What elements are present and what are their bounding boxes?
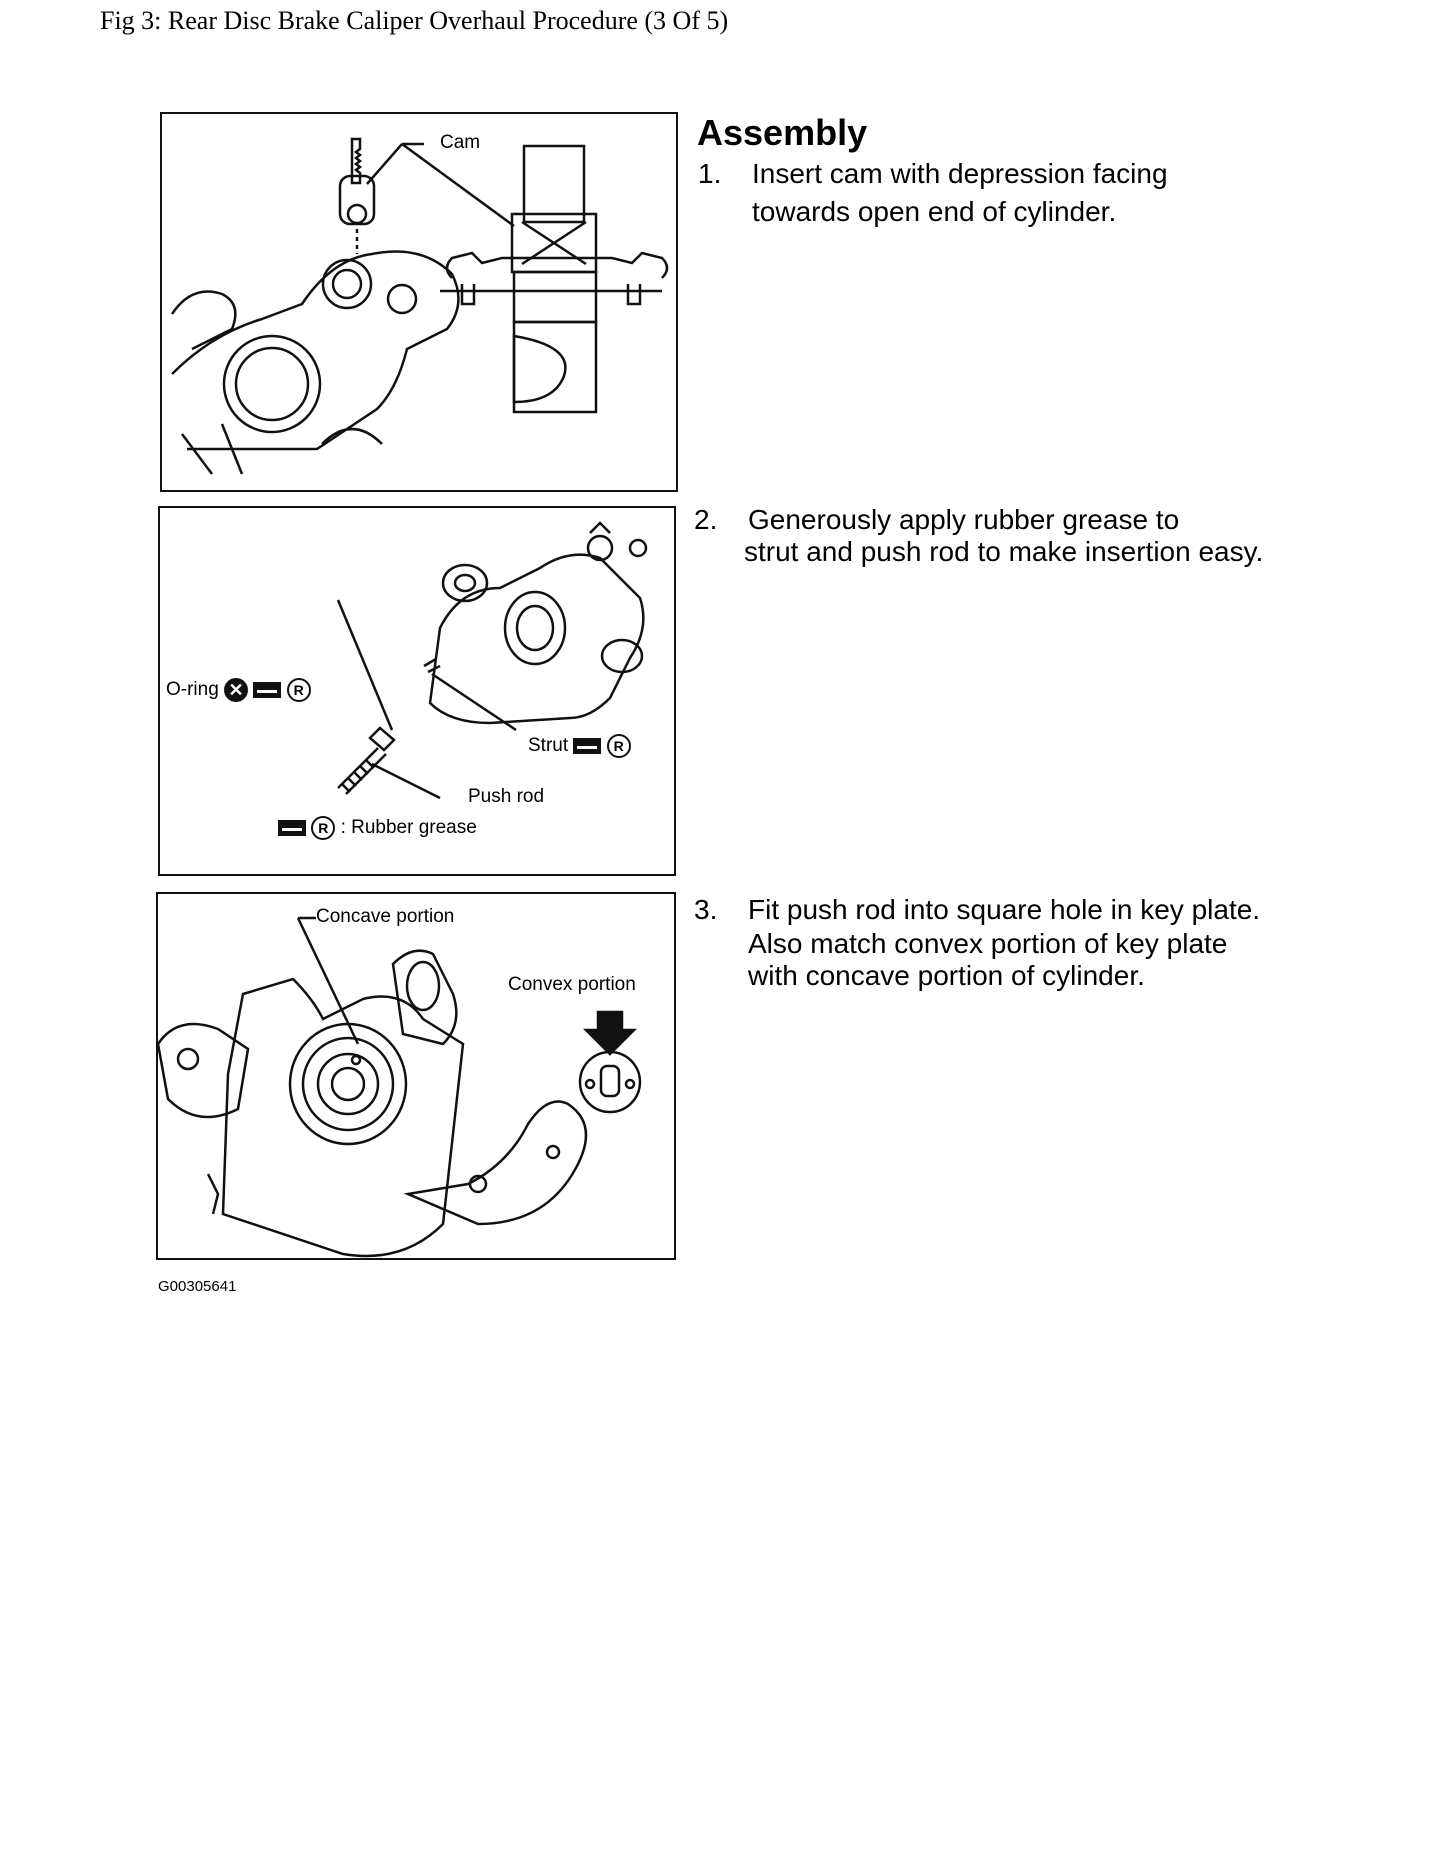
grease-icon	[278, 820, 306, 836]
oring-label: O-ring ✕ R	[166, 678, 311, 702]
panel-key-plate: Concave portion Convex portion	[156, 892, 676, 1260]
oring-text: O-ring	[166, 679, 219, 701]
step-1: 1. Insert cam with depression facing tow…	[698, 156, 1398, 236]
strut-text: Strut	[528, 735, 569, 757]
r-mark-icon: R	[311, 816, 336, 840]
legend-text: : Rubber grease	[340, 817, 477, 839]
figure-title: Fig 3: Rear Disc Brake Caliper Overhaul …	[100, 6, 729, 35]
panel-cam-insertion: Cam	[160, 112, 678, 492]
cam-illustration	[170, 137, 669, 475]
step-line: Fit push rod into square hole in key pla…	[748, 894, 1261, 925]
convex-label: Convex portion	[508, 974, 636, 995]
step-line: Insert cam with depression facing	[752, 158, 1168, 189]
step-number: 1.	[698, 158, 722, 189]
concave-label: Concave portion	[316, 906, 455, 927]
step-2: 2. Generously apply rubber grease to str…	[694, 502, 1414, 582]
key-plate-illustration	[158, 916, 642, 1258]
arrow-down-icon	[582, 1010, 638, 1056]
step-3: 3. Fit push rod into square hole in key …	[694, 892, 1414, 1002]
step-number: 2.	[694, 504, 718, 535]
grease-icon	[573, 738, 602, 754]
step-line: strut and push rod to make insertion eas…	[744, 536, 1264, 567]
cam-label: Cam	[440, 132, 481, 153]
pushrod-label: Push rod	[468, 786, 545, 807]
step-line: Generously apply rubber grease to	[748, 504, 1180, 535]
step-line: Also match convex portion of key plate	[748, 928, 1228, 959]
strut-label: Strut R	[528, 734, 631, 758]
r-mark-icon: R	[606, 734, 631, 758]
image-code: G00305641	[158, 1278, 237, 1295]
strut-pushrod-illustration	[336, 521, 648, 800]
grease-legend: R : Rubber grease	[278, 816, 477, 840]
step-line: towards open end of cylinder.	[752, 196, 1117, 227]
panel-grease-application: O-ring ✕ R Strut R Push rod R : Rubber g…	[158, 506, 676, 876]
step-line: with concave portion of cylinder.	[748, 960, 1145, 991]
x-mark-icon: ✕	[224, 678, 249, 702]
assembly-heading: Assembly	[697, 112, 868, 153]
r-mark-icon: R	[286, 678, 311, 702]
grease-icon	[253, 682, 282, 698]
step-number: 3.	[694, 894, 718, 925]
